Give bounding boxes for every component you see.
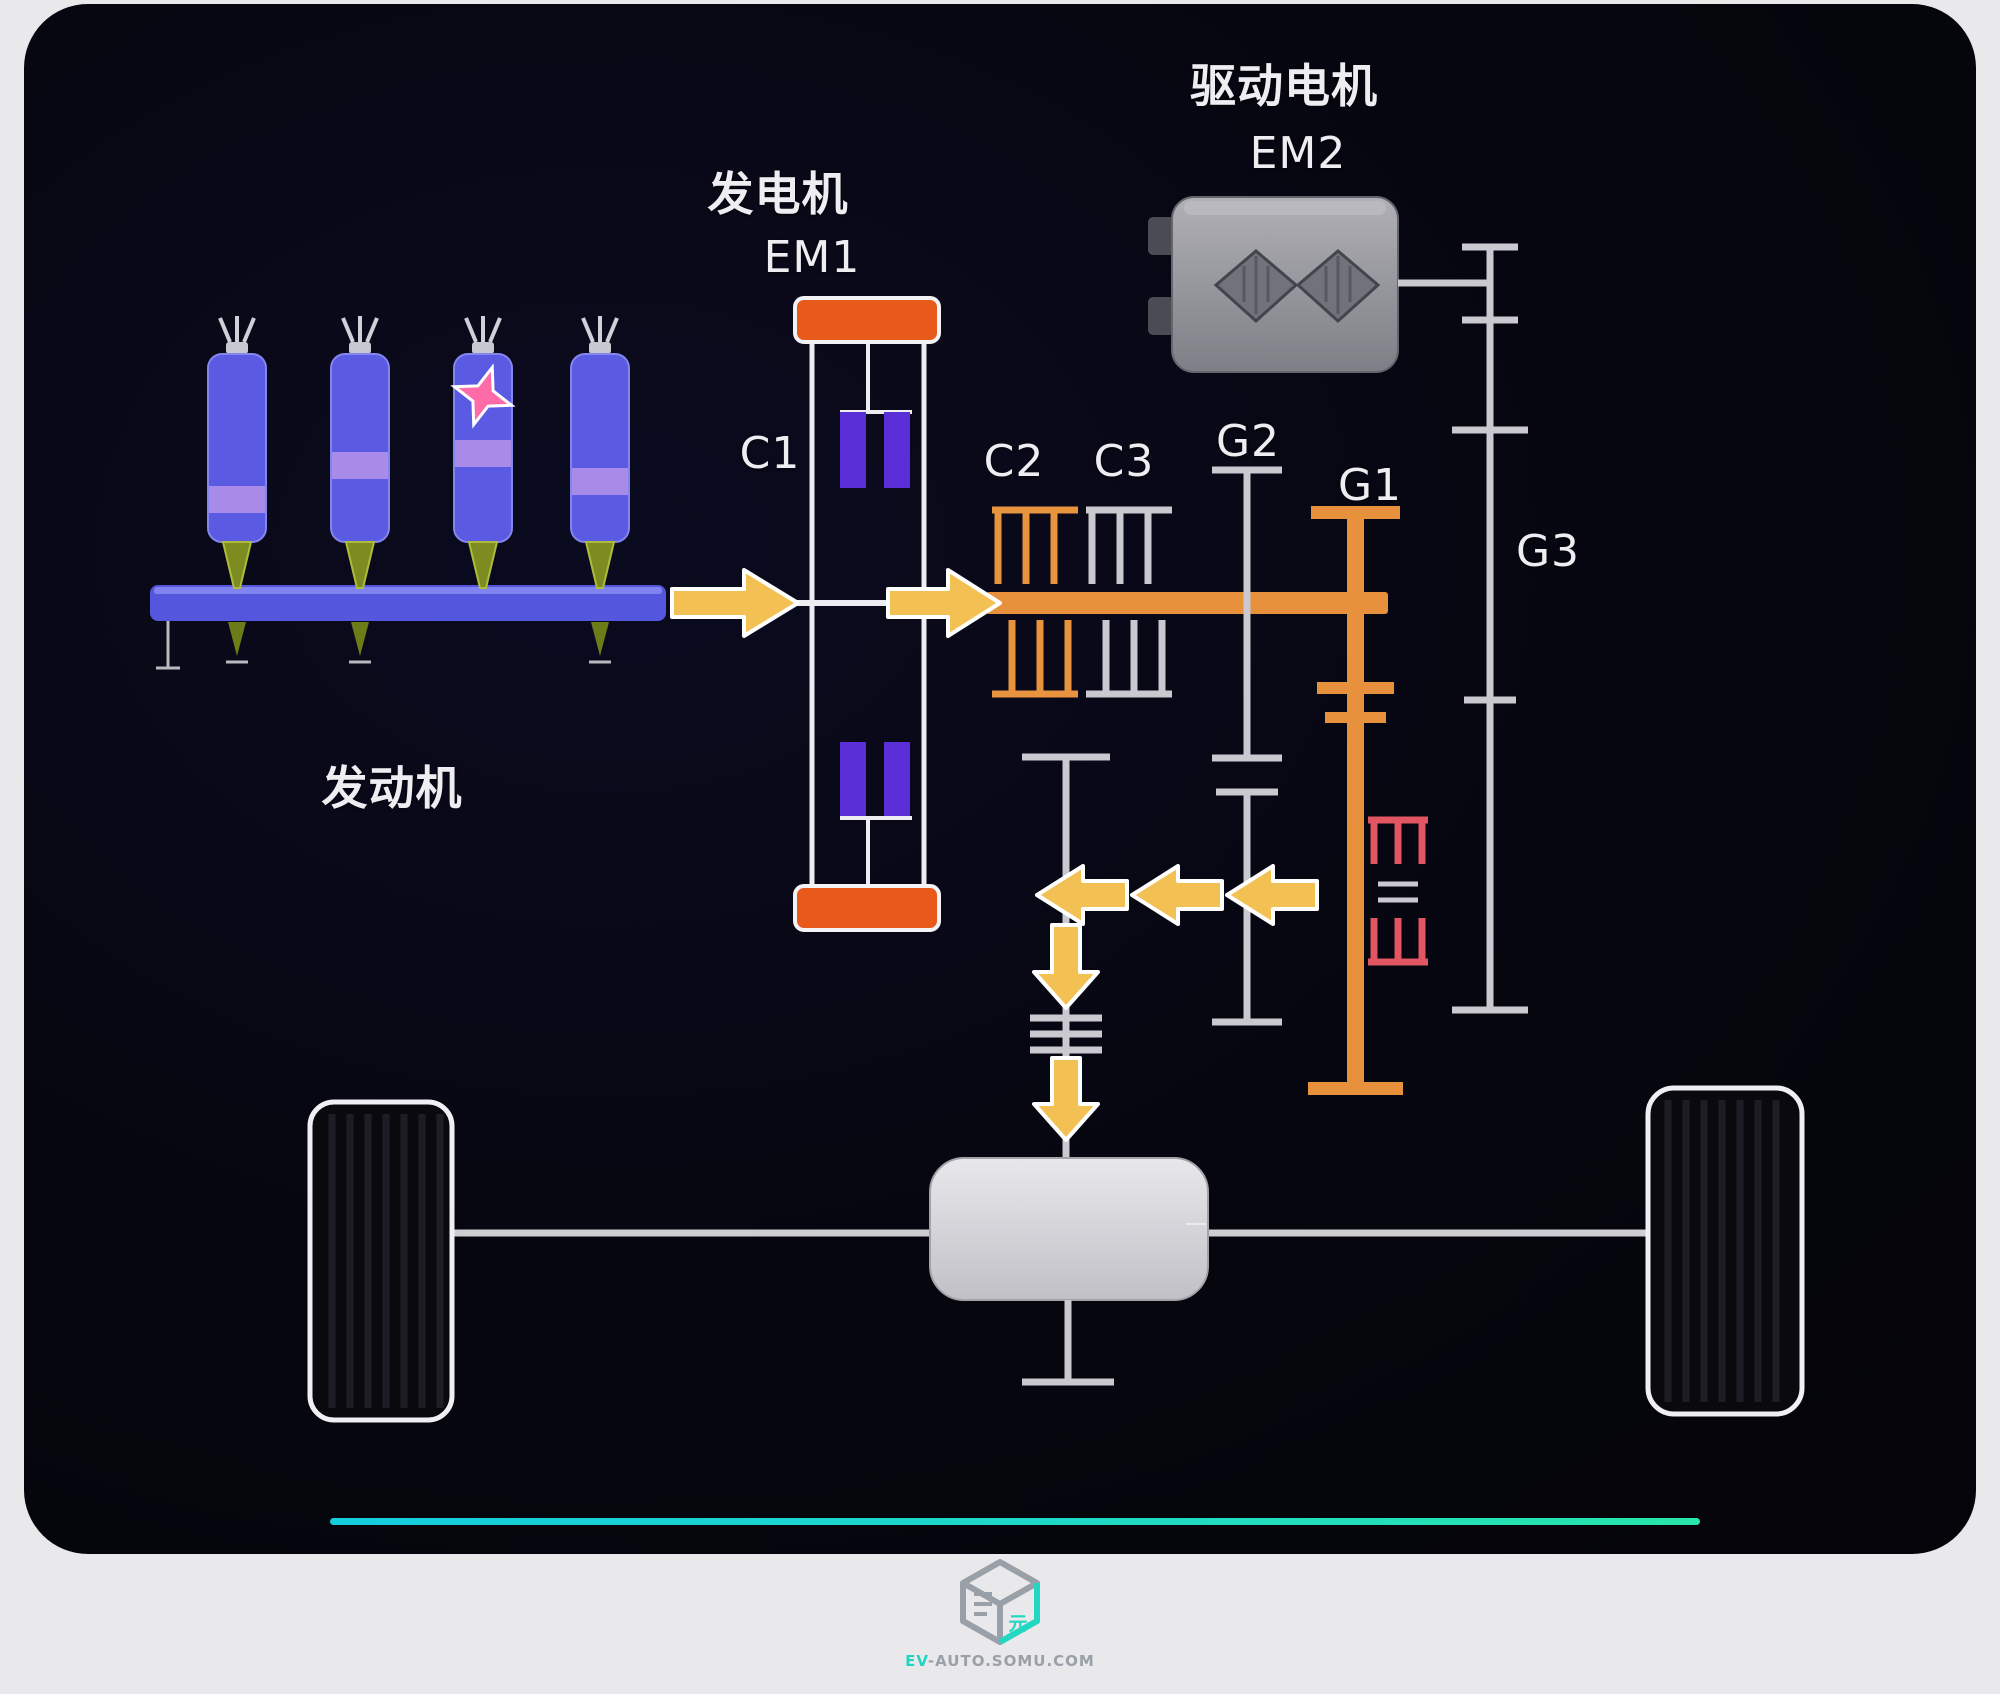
flow-arrow-left-icon: [1035, 864, 1129, 926]
drive-motor-name-label: 驱动电机: [1190, 59, 1378, 113]
intermediate-shaft: [986, 592, 1388, 614]
synchronizer-symbol: [1368, 816, 1428, 966]
gear-g2-symbol: [1212, 466, 1282, 1026]
gear-g3-symbol: [1452, 243, 1528, 1014]
flow-arrow-left-icon: [1130, 864, 1224, 926]
engine-cylinder: [207, 316, 267, 664]
brand-rest: -AUTO.SOMU.COM: [927, 1652, 1095, 1670]
motor-em2: [1148, 196, 1487, 373]
flow-arrow-down-icon: [1032, 1056, 1100, 1142]
teal-divider: [330, 1518, 1700, 1525]
flow-arrow-left-icon: [1225, 864, 1319, 926]
gear-g1-label: G1: [1337, 460, 1403, 511]
gear-g2-label: G2: [1215, 416, 1281, 467]
differential: [929, 1157, 1209, 1386]
gear-g1-symbol: [1308, 506, 1403, 1095]
ignition-spark-icon: [450, 363, 516, 429]
engine-cylinder: [450, 316, 516, 589]
svg-text:元: 元: [1008, 1613, 1027, 1635]
drive-motor-code-label: EM2: [1249, 128, 1347, 179]
clutch-c3-label: C3: [1093, 436, 1155, 487]
brand-logo: 元 EV-AUTO.SOMU.COM: [870, 1556, 1130, 1670]
cube-logo-icon: 元: [960, 1559, 1040, 1645]
engine-assembly: [150, 316, 666, 670]
motor-winding-icon: [1213, 249, 1381, 324]
flow-arrow-right-icon: [886, 568, 1002, 638]
engine-cylinder: [570, 316, 630, 664]
clutch-c2-symbol: [992, 506, 1078, 698]
clutch-c2-label: C2: [983, 436, 1045, 487]
engine-cylinder: [330, 316, 390, 664]
wheel-left: [307, 1099, 455, 1423]
flow-arrow-down-icon: [1032, 923, 1100, 1010]
flow-arrow-right-icon: [670, 568, 800, 638]
brand-text: EV-AUTO.SOMU.COM: [870, 1652, 1130, 1670]
generator-name-label: 发电机: [707, 167, 849, 221]
gear-g3-label: G3: [1515, 526, 1581, 577]
wheel-right: [1645, 1085, 1805, 1417]
brand-highlight: EV: [905, 1652, 928, 1670]
engine-label: 发动机: [321, 761, 463, 815]
generator-code-label: EM1: [763, 232, 861, 283]
clutch-c3-symbol: [1086, 506, 1172, 698]
crankshaft: [150, 585, 666, 670]
clutch-c1-label: C1: [739, 428, 801, 479]
power-flow-arrows: [670, 568, 1319, 1142]
